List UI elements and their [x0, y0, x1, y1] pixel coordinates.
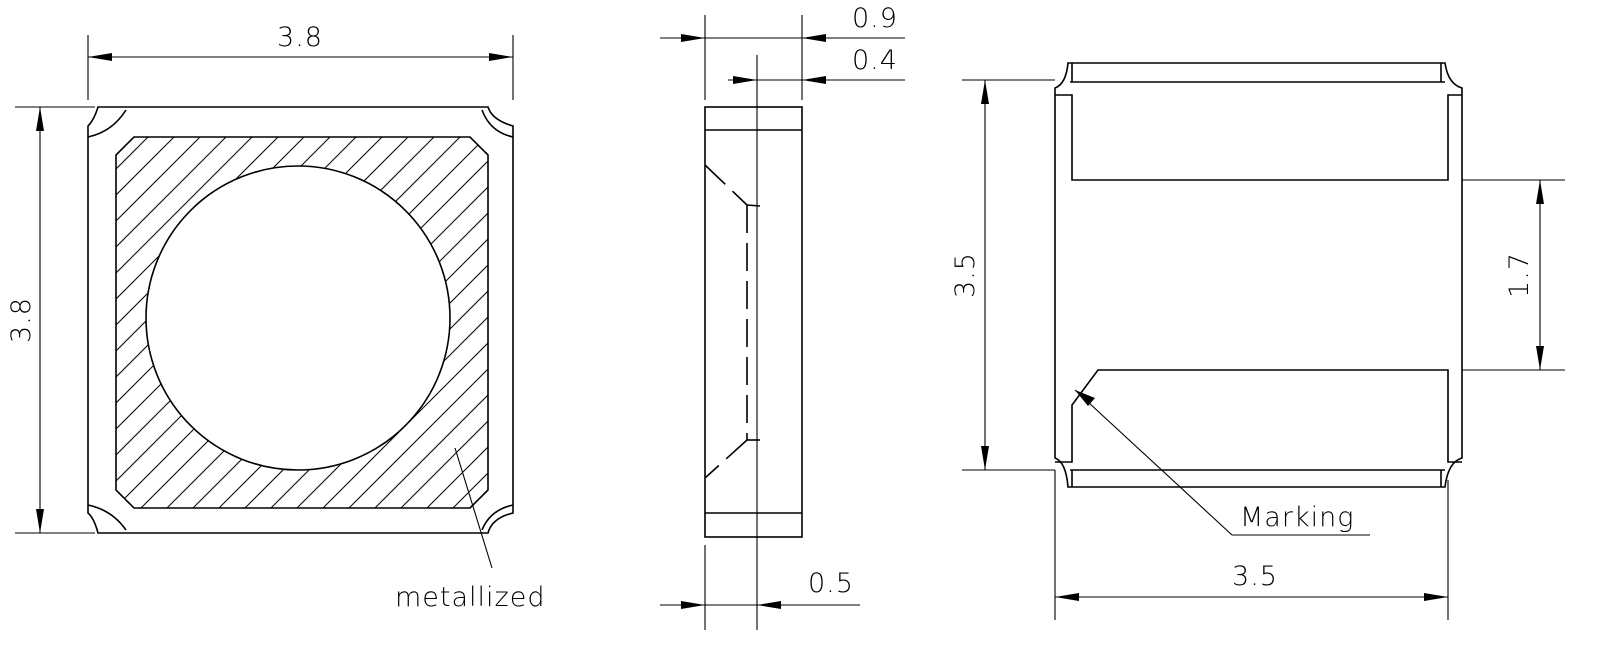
- bottom-pad: [1055, 369, 1462, 463]
- hatch-line: [218, 137, 488, 508]
- hatch-line: [244, 137, 488, 508]
- lens-circle: [145, 165, 451, 471]
- hatch-line: [270, 137, 488, 508]
- front-width-label: 3.8: [277, 22, 323, 53]
- metallized-hatching: [116, 137, 876, 508]
- corner-notch-tr: [481, 109, 514, 138]
- hatch-line: [348, 137, 488, 508]
- pad-gap-dimension: 1.7: [1462, 179, 1565, 371]
- lower-dimension: 0.5: [660, 545, 860, 630]
- side-view: 0.9 0.4 0.5: [660, 3, 905, 630]
- body-height-dimension: 3.5: [950, 79, 1055, 471]
- body-height-label: 3.5: [950, 252, 981, 298]
- hatch-line: [296, 137, 488, 508]
- hatch-line: [400, 137, 488, 508]
- thickness-label: 0.9: [852, 3, 898, 34]
- metallized-leader: [454, 447, 493, 569]
- hatch-line: [478, 137, 488, 508]
- thickness-dimension: 0.9: [660, 3, 905, 100]
- front-width-dimension: 3.8: [87, 22, 514, 100]
- corner-notch-br: [481, 504, 514, 531]
- metallized-label: metallized: [395, 582, 545, 613]
- bottom-view: 3.5 1.7 3.5 Marking: [950, 62, 1565, 620]
- metallized-area-outline: [115, 136, 489, 509]
- hatch-line: [116, 137, 461, 508]
- hidden-line-chamfer-bottom: [704, 439, 748, 479]
- top-pad: [1055, 94, 1462, 181]
- front-view: 3.8 3.8 metallized: [6, 22, 876, 613]
- hatch-line: [116, 137, 227, 508]
- lower-dim-label: 0.5: [808, 568, 854, 599]
- upper-dim-label: 0.4: [852, 45, 898, 76]
- side-body-outline: [704, 106, 803, 538]
- corner-notch-tl: [87, 109, 127, 138]
- marking-label: Marking: [1240, 502, 1354, 533]
- hatch-line: [116, 137, 383, 508]
- body-width-label: 3.5: [1232, 561, 1278, 592]
- hatch-line: [192, 137, 488, 508]
- hatch-line: [116, 137, 331, 508]
- front-outline: [87, 106, 514, 534]
- upper-dimension: 0.4: [728, 45, 905, 84]
- hatch-line: [322, 137, 488, 508]
- hatch-line: [116, 137, 201, 508]
- hatch-line: [116, 137, 487, 508]
- bottom-body-outline: [1054, 62, 1463, 488]
- front-height-dimension: 3.8: [6, 106, 95, 534]
- hatch-line: [116, 137, 253, 508]
- marking-callout: Marking: [1074, 389, 1370, 536]
- hatch-line: [116, 137, 409, 508]
- front-height-label: 3.8: [6, 297, 37, 343]
- hatch-line: [452, 137, 488, 508]
- hatch-line: [116, 137, 305, 508]
- body-width-dimension: 3.5: [1054, 470, 1449, 620]
- corner-notch-bl: [87, 504, 127, 531]
- hatch-line: [116, 137, 357, 508]
- pad-gap-label: 1.7: [1504, 252, 1535, 298]
- hatch-line: [116, 137, 279, 508]
- hatch-line: [116, 137, 435, 508]
- hatch-line: [140, 137, 488, 508]
- hatch-line: [374, 137, 488, 508]
- hatch-line: [166, 137, 488, 508]
- hidden-line-chamfer-top: [704, 164, 748, 206]
- hatch-line: [505, 137, 876, 508]
